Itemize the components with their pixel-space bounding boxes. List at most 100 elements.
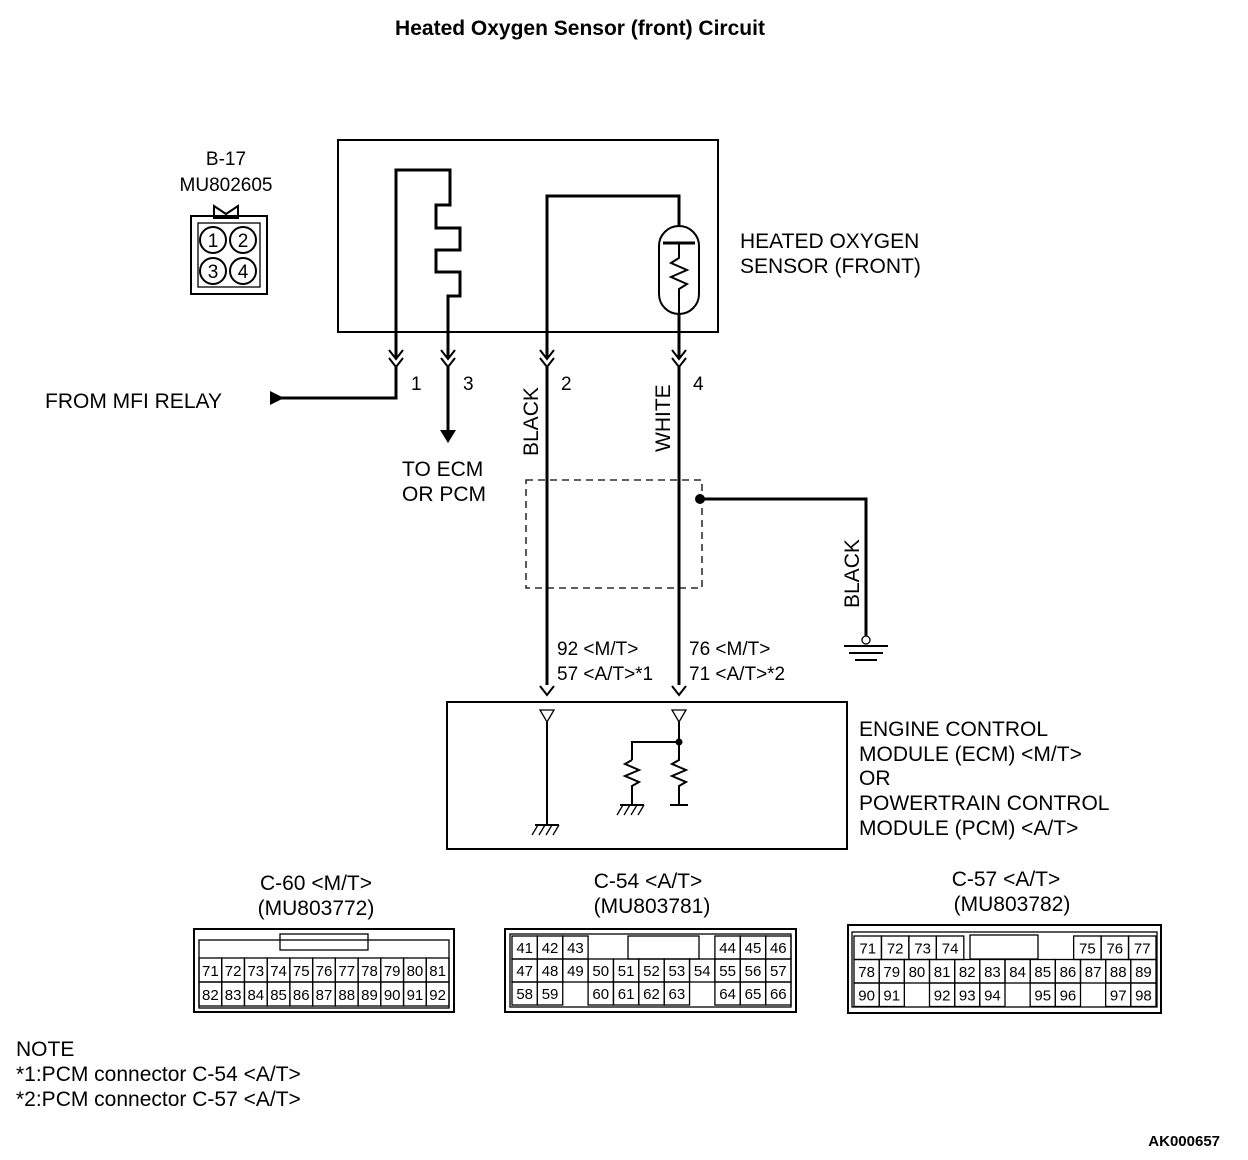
sensor-resistor-icon [668,243,690,314]
pin-label-4: 4 [238,262,249,283]
pin4-label: 4 [693,374,704,395]
pin-number: 77 [338,963,355,980]
pin-number: 43 [567,940,584,957]
pin-label-2: 2 [238,231,249,252]
connector-key [627,935,700,960]
connector-part: (MU803782) [954,893,1071,916]
shield-box [525,479,703,589]
pin-number: 95 [1034,988,1051,1005]
pin-number: 87 [1085,964,1102,981]
pin-number: 75 [293,963,310,980]
connector-part: (MU803772) [258,897,375,920]
note-block: NOTE *1:PCM connector C-54 <A/T> *2:PCM … [16,1038,301,1111]
pin-number: 94 [984,988,1001,1005]
pin-number: 73 [247,963,264,980]
pin-number: 72 [225,963,242,980]
from-relay-label: FROM MFI RELAY [45,390,222,413]
connector-key [279,933,369,951]
wire-pin1 [280,367,398,400]
pin-number: 96 [1060,988,1077,1005]
pin-number: 47 [516,963,533,980]
reference-code: AK000657 [1148,1133,1220,1150]
pin-number: 71 [202,963,219,980]
ecm-pin-black-mt: 92 <M/T> [557,639,638,660]
resistor-icon [669,742,689,804]
pin-cell [1130,982,1157,1008]
pin-number: 97 [1110,988,1127,1005]
pin-number: 58 [516,986,533,1003]
sensor-connector-chevrons [388,349,687,369]
pin3-label: 3 [463,374,474,395]
terminal-icon [538,709,556,724]
pin-circle-1 [199,226,227,254]
connector-body [190,215,268,295]
module-label-line5: MODULE (PCM) <A/T> [859,817,1078,840]
pin-cell [979,982,1006,1008]
pin-cell [764,981,792,1006]
sensor-wire-black-internal [545,194,681,358]
pin-number: 81 [934,964,951,981]
connector-inner [197,222,261,288]
pin-number: 81 [429,963,446,980]
pin-number: 50 [592,963,609,980]
pin-number: 90 [384,987,401,1004]
pin-number: 48 [542,963,559,980]
pin-number: 86 [1060,964,1077,981]
pin-number: 42 [542,940,559,957]
pin-number: 85 [1034,964,1051,981]
diagram-title: Heated Oxygen Sensor (front) Circuit [395,17,765,40]
pin-number: 80 [407,963,424,980]
pin-number: 78 [361,963,378,980]
pin-number: 64 [719,986,736,1003]
pin-number: 88 [1110,964,1127,981]
pin-number: 41 [516,940,533,957]
terminal-icon [670,709,688,724]
arrow-right-icon [270,391,284,405]
pin-number: 88 [338,987,355,1004]
note-line: *1:PCM connector C-54 <A/T> [16,1063,301,1086]
ecm-pin-white-mt: 76 <M/T> [689,639,770,660]
module-label-line3: OR [859,767,891,790]
pin-number: 53 [669,963,686,980]
chevron-down-icon [671,685,687,697]
wire-color-white: WHITE [652,384,675,452]
sensor-connector-b17: B-17 MU802605 1 2 3 4 [180,149,272,295]
pin-number: 71 [859,941,876,958]
pin-number: 56 [745,963,762,980]
pin-number: 49 [567,963,584,980]
pin-circle-2 [229,226,257,254]
external-wiring: FROM MFI RELAY 1 3 TO ECM OR PCM 2 BLACK… [45,367,888,697]
module-box [446,701,848,850]
module-label-line1: ENGINE CONTROL [859,718,1048,741]
chassis-ground-icon [531,824,560,836]
pin-number: 51 [618,963,635,980]
ecm-pcm-module: ENGINE CONTROL MODULE (ECM) <M/T> OR POW… [446,701,1109,850]
chassis-ground-icon [616,804,645,816]
pin-number: 74 [270,963,287,980]
pin-number: 78 [858,964,875,981]
resistor-icon [622,759,642,805]
pin-number: 74 [942,941,959,958]
pin-number: 87 [316,987,333,1004]
module-label-line2: MODULE (ECM) <M/T> [859,743,1082,766]
to-ecm-label-line1: TO ECM [402,458,483,481]
pin-number: 72 [887,941,904,958]
pin-number: 44 [719,940,736,957]
pin-label-1: 1 [208,231,219,252]
pin-number: 83 [225,987,242,1004]
pin-number: 84 [247,987,264,1004]
pin-number: 54 [694,963,711,980]
pin1-label: 1 [411,374,422,395]
module-white-circuit [631,722,680,760]
pin-number: 92 [934,988,951,1005]
pin-number: 91 [883,988,900,1005]
ecm-pin-white-at: 71 <A/T>*2 [689,664,785,685]
pin-number: 80 [909,964,926,981]
pin-label-3: 3 [208,262,219,283]
connector-part: (MU803781) [594,895,711,918]
heated-oxygen-sensor: HEATED OXYGEN SENSOR (FRONT) [337,139,921,358]
module-label-line4: POWERTRAIN CONTROL [859,792,1109,815]
